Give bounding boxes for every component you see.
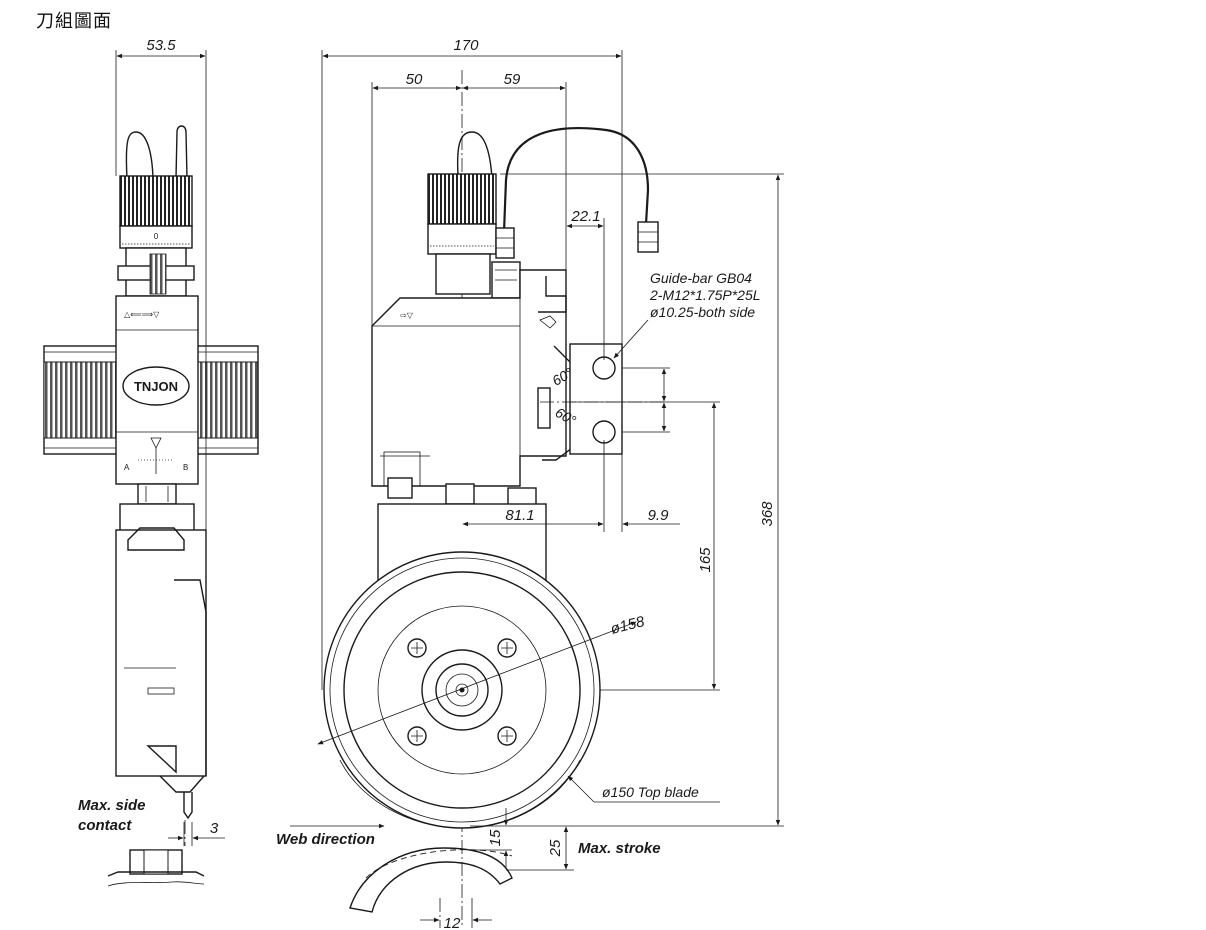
guide-cable — [502, 127, 650, 233]
dim-bar-offset: 22.1 — [570, 208, 600, 225]
max-side-contact-line1: Max. side — [78, 797, 146, 814]
guide-bar-note-2: 2-M12*1.75P*25L — [649, 287, 761, 303]
dim-center-to-bar: 81.1 — [505, 507, 534, 524]
dim-side-offset: 3 — [210, 820, 219, 837]
svg-text:△⟸⟹▽: △⟸⟹▽ — [124, 310, 160, 319]
dim-depth: 15 — [487, 829, 504, 846]
max-stroke-label: Max. stroke — [578, 840, 661, 857]
side-blade-tip — [183, 792, 193, 820]
brand-logo: TNJON — [134, 379, 178, 394]
front-housing — [371, 269, 567, 487]
side-cable-2 — [175, 125, 188, 179]
guide-bar-note-1: Guide-bar GB04 — [650, 270, 752, 286]
side-cable — [125, 131, 154, 179]
front-cable — [456, 131, 493, 179]
bottom-anvil — [107, 849, 205, 887]
side-view: 0 △⟸⟹▽ TNJON A B — [43, 37, 259, 887]
web-direction-label: Web direction — [276, 831, 375, 848]
guide-bar: 60° 60° — [537, 276, 670, 461]
dim-overall-height: 368 — [759, 501, 776, 527]
dim-side-width: 53.5 — [146, 37, 176, 54]
dim-housing-diameter: ø158 — [609, 613, 647, 638]
side-body — [115, 295, 199, 485]
top-blade-label: ø150 Top blade — [602, 784, 699, 800]
web-section: 12 — [349, 847, 513, 930]
dim-bar-face: 9.9 — [648, 507, 670, 524]
front-view: ⇨▽ 60° 60° — [276, 37, 784, 930]
guide-bar-note-3: ø10.25-both side — [650, 304, 755, 320]
svg-text:⇨▽: ⇨▽ — [400, 311, 414, 320]
dim-stroke: 25 — [547, 839, 564, 857]
label-a: A — [124, 463, 130, 472]
side-knob — [119, 175, 193, 227]
scale-zero: 0 — [154, 232, 159, 241]
dim-height-to-center: 165 — [697, 547, 714, 573]
max-side-contact-line2: contact — [78, 817, 132, 834]
drawing-title: 刀組圖面 — [36, 11, 112, 32]
dim-left-offset: 50 — [406, 71, 423, 88]
dim-bottom: 12 — [444, 915, 461, 930]
front-knob — [427, 173, 497, 225]
dim-overall-width: 170 — [453, 37, 479, 54]
dim-right-offset: 59 — [504, 71, 521, 88]
brand-badge — [122, 366, 190, 406]
label-b: B — [183, 463, 188, 472]
